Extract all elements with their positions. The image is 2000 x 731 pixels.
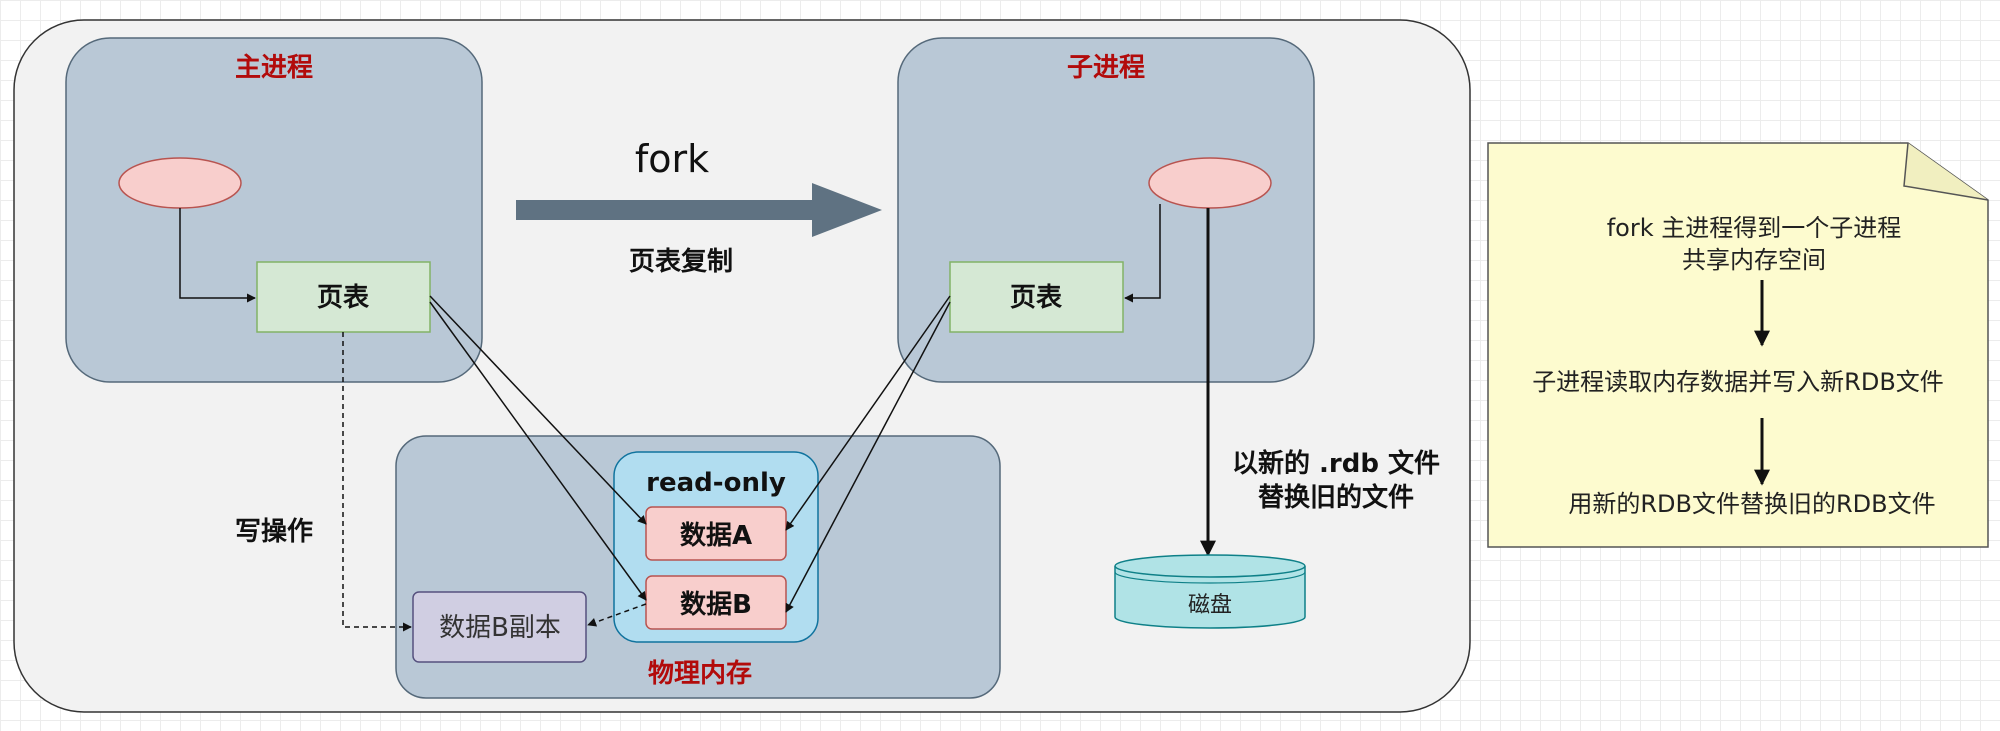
physical-memory-title: 物理内存 [648, 659, 752, 689]
main-page-table-to-data-a-arrow [429, 295, 647, 525]
child-page-table-to-data-a-arrow [785, 295, 951, 531]
main-page-table-to-data-b-arrow [429, 301, 647, 601]
disk-icon: 磁盘 [1114, 554, 1306, 629]
note-step2: 子进程读取内存数据并写入新RDB文件 [1532, 368, 1944, 396]
data-b-copy-box [412, 591, 587, 663]
child-ellipse-to-page-table-arrow [1124, 204, 1161, 303]
data-b-copy-label: 数据B副本 [439, 613, 561, 643]
child-page-table-label: 页表 [1010, 283, 1063, 313]
child-page-table-to-data-b-arrow [785, 301, 951, 613]
physical-memory-box: read-only 数据A 数据B 数据B副本 物理内存 [395, 435, 1001, 699]
main-page-table-label: 页表 [317, 283, 370, 313]
disk-label: 磁盘 [1188, 593, 1232, 618]
replace-label-line1: 以新的 .rdb 文件 [1232, 448, 1440, 479]
note-step1-line1: fork 主进程得到一个子进程 [1607, 214, 1902, 242]
note-step3: 用新的RDB文件替换旧的RDB文件 [1568, 490, 1935, 518]
read-only-label: read-only [646, 468, 786, 498]
replace-label-line2: 替换旧的文件 [1258, 482, 1414, 513]
data-b-to-copy-dashed-arrow [587, 603, 647, 627]
data-b-box [645, 575, 787, 630]
child-page-table-box [949, 261, 1124, 333]
main-process-ellipse [118, 157, 242, 209]
data-a-label: 数据A [680, 521, 752, 551]
fork-arrow [516, 183, 882, 237]
data-a-box [645, 506, 787, 561]
summary-note: fork 主进程得到一个子进程 共享内存空间 子进程读取内存数据并写入新RDB文… [1487, 142, 1989, 548]
main-process-box: 主进程 页表 [65, 37, 483, 383]
child-process-title: 子进程 [1067, 53, 1145, 83]
fork-label: fork [635, 137, 709, 181]
page-table-copy-label: 页表复制 [629, 247, 733, 277]
child-process-ellipse [1148, 157, 1272, 209]
data-b-label: 数据B [680, 590, 752, 620]
child-process-box: 子进程 页表 [897, 37, 1315, 383]
main-ellipse-to-page-table-arrow [179, 208, 256, 303]
main-process-title: 主进程 [235, 53, 313, 83]
note-step1-line2: 共享内存空间 [1682, 246, 1826, 274]
write-operation-label: 写操作 [235, 517, 313, 547]
